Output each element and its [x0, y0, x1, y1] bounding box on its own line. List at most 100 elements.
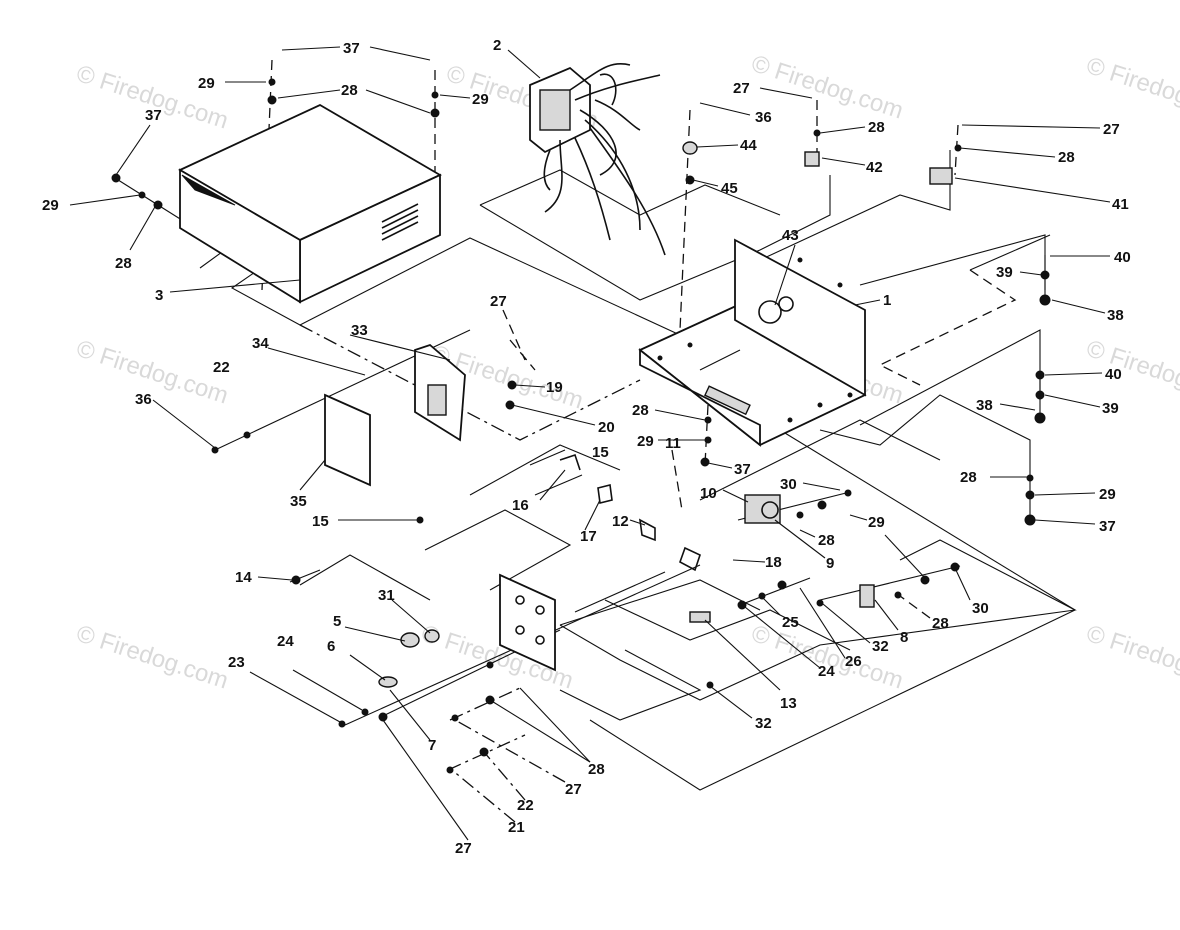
callout-28: 28	[341, 82, 358, 99]
callout-39: 39	[1102, 400, 1119, 417]
callout-28: 28	[932, 615, 949, 632]
callout-20: 20	[598, 419, 615, 436]
part-44-grommet	[682, 141, 698, 155]
part-5-knob	[400, 632, 420, 648]
watermark: © Firedog.com	[1083, 335, 1180, 409]
part-35-plate	[324, 393, 371, 487]
callout-29: 29	[868, 514, 885, 531]
callout-27: 27	[733, 80, 750, 97]
callout-40: 40	[1114, 249, 1131, 266]
callout-23: 23	[228, 654, 245, 671]
callout-27: 27	[455, 840, 472, 857]
callout-28: 28	[588, 761, 605, 778]
callout-11: 11	[665, 435, 681, 452]
callout-7: 7	[428, 737, 436, 754]
callout-19: 19	[546, 379, 563, 396]
callout-10: 10	[700, 485, 717, 502]
part-1-base-tray	[638, 238, 867, 447]
callout-1: 1	[883, 292, 891, 309]
hardware-dots	[111, 78, 1051, 774]
callout-28: 28	[632, 402, 649, 419]
callout-40: 40	[1105, 366, 1122, 383]
callout-37: 37	[734, 461, 751, 478]
callout-21: 21	[508, 819, 525, 836]
callout-42: 42	[866, 159, 883, 176]
callout-8: 8	[900, 629, 908, 646]
part-18-tab	[679, 546, 701, 572]
callout-38: 38	[1107, 307, 1124, 324]
callout-29: 29	[1099, 486, 1116, 503]
callout-22: 22	[213, 359, 230, 376]
callout-14: 14	[235, 569, 252, 586]
callout-3: 3	[155, 287, 163, 304]
callout-2: 2	[493, 37, 501, 54]
callout-6: 6	[327, 638, 335, 655]
callout-27: 27	[1103, 121, 1120, 138]
callout-13: 13	[780, 695, 797, 712]
part-13-fuse	[689, 611, 711, 623]
callout-36: 36	[755, 109, 772, 126]
callout-25: 25	[782, 614, 799, 631]
part-8-bracket	[859, 584, 875, 608]
callout-34: 34	[252, 335, 269, 352]
vent-slots	[381, 203, 419, 241]
callout-18: 18	[765, 554, 782, 571]
part-15-clip	[559, 453, 581, 471]
callout-27: 27	[490, 293, 507, 310]
callout-33: 33	[351, 322, 368, 339]
callout-38: 38	[976, 397, 993, 414]
callout-32: 32	[755, 715, 772, 732]
callout-16: 16	[512, 497, 529, 514]
callout-35: 35	[290, 493, 307, 510]
leader-lines	[69, 46, 1111, 841]
part-31-nut	[424, 629, 440, 643]
callout-26: 26	[845, 653, 862, 670]
watermark: © Firedog.com	[73, 335, 231, 409]
part-3-cover	[178, 103, 442, 304]
callout-27: 27	[565, 781, 582, 798]
callout-39: 39	[996, 264, 1013, 281]
callout-31: 31	[378, 587, 395, 604]
callout-29: 29	[472, 91, 489, 108]
callout-9: 9	[826, 555, 834, 572]
callout-22: 22	[517, 797, 534, 814]
callout-29: 29	[637, 433, 654, 450]
callout-37: 37	[343, 40, 360, 57]
callout-41: 41	[1112, 196, 1129, 213]
callout-24: 24	[277, 633, 294, 650]
callout-28: 28	[1058, 149, 1075, 166]
callout-24: 24	[818, 663, 835, 680]
callout-28: 28	[960, 469, 977, 486]
callout-36: 36	[135, 391, 152, 408]
part-33-plate	[414, 343, 466, 442]
part-17-clip	[597, 484, 613, 504]
callout-28: 28	[115, 255, 132, 272]
callout-29: 29	[198, 75, 215, 92]
part-12-clamp	[639, 518, 656, 542]
callout-labels: 2 37 29 29 28 37 29 28 3 27 36 44 45 28 …	[42, 37, 1131, 857]
part-2-wiring-harness	[529, 63, 666, 256]
watermark: © Firedog.com	[1083, 620, 1180, 694]
callout-15: 15	[312, 513, 329, 530]
callout-30: 30	[972, 600, 989, 617]
part-terminal-board	[499, 573, 556, 672]
callout-29: 29	[42, 197, 59, 214]
callout-37: 37	[1099, 518, 1116, 535]
callout-30: 30	[780, 476, 797, 493]
tray-holes	[657, 257, 853, 423]
small-hardware-parts	[378, 141, 953, 688]
callout-28: 28	[868, 119, 885, 136]
part-41-relay	[929, 167, 953, 185]
watermark: © Firedog.com	[1083, 52, 1180, 126]
callout-45: 45	[721, 180, 738, 197]
part-42-clip	[804, 151, 820, 167]
callout-44: 44	[740, 137, 757, 154]
callout-17: 17	[580, 528, 597, 545]
watermark: © Firedog.com	[73, 620, 231, 694]
callout-37: 37	[145, 107, 162, 124]
callout-32: 32	[872, 638, 889, 655]
callout-15: 15	[592, 444, 609, 461]
callout-5: 5	[333, 613, 341, 630]
callout-43: 43	[782, 227, 799, 244]
